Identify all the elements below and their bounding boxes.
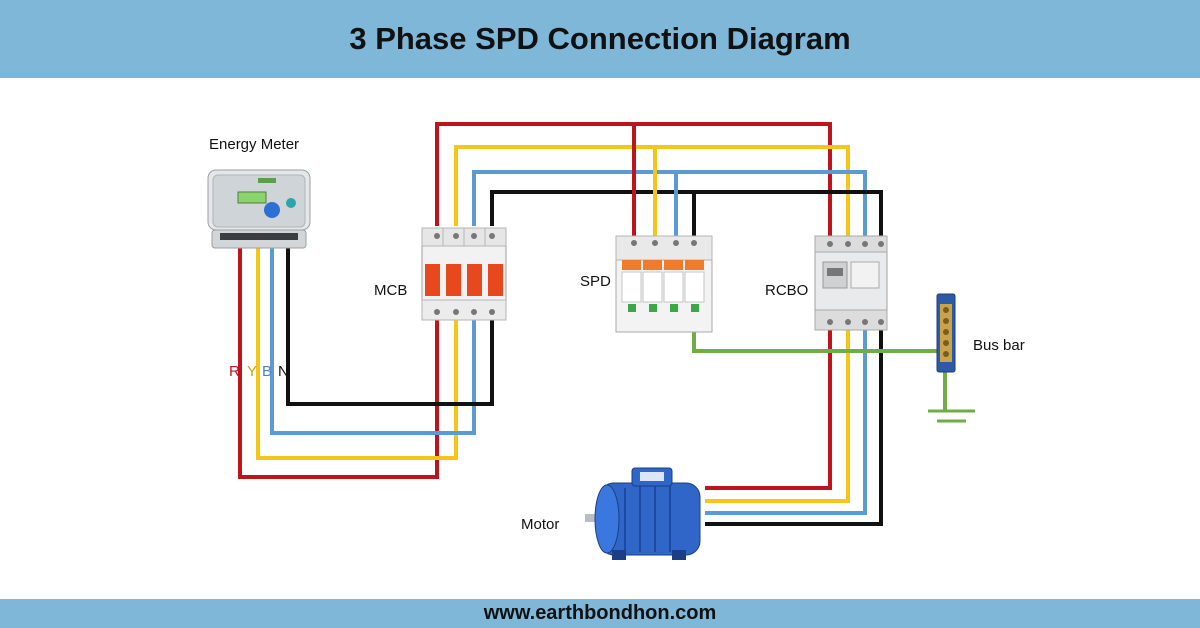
wire-n-rcbo-to-motor xyxy=(705,328,883,526)
phase-label-n: N xyxy=(278,363,289,380)
rcbo-device xyxy=(814,235,888,331)
wire-y-rcbo-to-motor xyxy=(705,328,850,503)
phase-label-b: B xyxy=(262,363,272,380)
label-spd: SPD xyxy=(580,273,611,290)
bus-bar xyxy=(936,293,956,373)
phase-label-r: R xyxy=(229,363,240,380)
footer-website[interactable]: www.earthbondhon.com xyxy=(483,602,717,624)
page-title: 3 Phase SPD Connection Diagram xyxy=(349,21,851,56)
wire-r-meter-to-mcb xyxy=(238,248,439,479)
wire-b-rcbo-to-motor xyxy=(705,328,867,515)
diagram-canvas: Energy Meter MCB SPD RCBO Bus bar Motor … xyxy=(207,122,1025,560)
label-bus-bar: Bus bar xyxy=(973,337,1025,354)
wire-earth-spd-to-busbar xyxy=(692,330,945,353)
mcb-breaker xyxy=(421,227,507,321)
wire-n-meter-to-mcb xyxy=(286,248,494,406)
wire-y-meter-to-mcb xyxy=(256,248,458,460)
wire-b-mcb-to-rcbo xyxy=(472,170,867,238)
wire-n-mcb-to-rcbo xyxy=(490,190,883,238)
phase-label-y: Y xyxy=(247,363,257,380)
label-energy-meter: Energy Meter xyxy=(209,136,299,153)
footer-bar: www.earthbondhon.com xyxy=(0,599,1200,628)
spd-device xyxy=(615,235,713,333)
wire-r-rcbo-to-motor xyxy=(705,328,832,490)
energy-meter xyxy=(207,169,311,249)
label-mcb: MCB xyxy=(374,282,407,299)
earth-ground-icon xyxy=(928,409,975,423)
label-motor: Motor xyxy=(521,516,559,533)
meter-dial-icon xyxy=(264,202,280,218)
title-bar: 3 Phase SPD Connection Diagram xyxy=(0,0,1200,78)
motor-icon xyxy=(585,467,701,560)
wires xyxy=(238,122,947,526)
wire-b-meter-to-mcb xyxy=(270,248,476,435)
label-rcbo: RCBO xyxy=(765,282,808,299)
